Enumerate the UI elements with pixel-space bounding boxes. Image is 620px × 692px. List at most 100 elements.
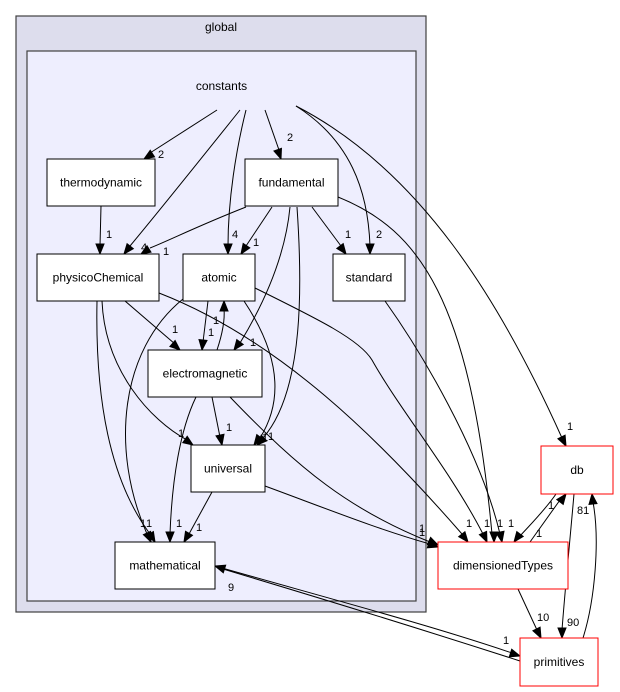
edge-count-label[interactable]: 1 <box>178 428 184 440</box>
edge-line <box>101 300 188 441</box>
arrowhead-icon <box>489 531 499 544</box>
edge-count-label[interactable]: 1 <box>508 518 514 530</box>
edge-atomic-to-electromagnetic: 1 <box>198 300 214 352</box>
edge-count-label[interactable]: 1 <box>250 337 256 349</box>
node-label[interactable]: electromagnetic <box>163 367 248 381</box>
edge-count-label[interactable]: 1 <box>419 527 425 539</box>
edge-count-label[interactable]: 4 <box>141 242 147 254</box>
node-thermodynamic[interactable]: thermodynamic <box>46 158 156 207</box>
edge-count-label[interactable]: 1 <box>106 229 112 241</box>
node-label[interactable]: standard <box>346 271 393 285</box>
edge-count-label[interactable]: 1 <box>484 518 490 530</box>
edge-count-label[interactable]: 1 <box>548 500 554 512</box>
arrowhead-icon <box>253 433 265 447</box>
node-label[interactable]: fundamental <box>258 176 324 190</box>
node-db[interactable]: db <box>540 445 614 495</box>
node-label[interactable]: atomic <box>201 271 236 285</box>
arrowhead-icon <box>233 338 245 352</box>
node-box[interactable] <box>332 253 406 302</box>
edge-count-label[interactable]: 1 <box>253 237 259 249</box>
edge-line <box>311 206 342 247</box>
edge-count-label[interactable]: 1 <box>497 518 503 530</box>
arrowhead-icon <box>215 433 225 447</box>
node-box[interactable] <box>437 541 569 590</box>
edge-primitives-to-db: 81 <box>577 492 598 639</box>
node-dimensionedTypes[interactable]: dimensionedTypes <box>437 541 569 590</box>
edge-count-label[interactable]: 1 <box>163 246 169 258</box>
node-mathematical[interactable]: mathematical <box>114 541 216 590</box>
edge-line <box>582 501 597 639</box>
node-label[interactable]: db <box>570 463 584 477</box>
edge-line <box>214 565 513 654</box>
edge-count-label[interactable]: 1 <box>208 327 214 339</box>
arrowhead-icon <box>198 339 208 352</box>
edge-count-label[interactable]: 9 <box>228 582 234 594</box>
edge-count-label[interactable]: 1 <box>172 324 178 336</box>
edge-constants-to-fundamental: 2 <box>264 109 293 161</box>
edge-count-label[interactable]: 1 <box>140 518 146 530</box>
arrowhead-icon <box>142 530 152 544</box>
edge-count-label[interactable]: 1 <box>567 421 573 433</box>
node-box[interactable] <box>540 445 614 495</box>
node-label[interactable]: physicoChemical <box>53 271 144 285</box>
edge-universal-to-dimensionedTypes: 1 <box>264 485 440 549</box>
arrowhead-icon <box>555 492 567 506</box>
node-physicoChemical[interactable]: physicoChemical <box>36 253 160 302</box>
node-box[interactable] <box>519 637 599 687</box>
edge-count-label[interactable]: 10 <box>537 612 549 624</box>
node-standard[interactable]: standard <box>332 253 406 302</box>
node-atomic[interactable]: atomic <box>182 253 256 302</box>
edge-count-label[interactable]: 2 <box>287 132 293 144</box>
node-label[interactable]: primitives <box>534 655 585 669</box>
edge-count-label[interactable]: 1 <box>176 518 182 530</box>
edge-constants-to-standard: 2 <box>295 105 382 256</box>
edge-db-to-dimensionedTypes: 1 <box>513 493 557 544</box>
edge-count-label[interactable]: 1 <box>345 229 351 241</box>
edge-line <box>262 206 301 439</box>
edge-line <box>188 491 213 535</box>
node-box[interactable] <box>46 158 156 207</box>
edge-count-label[interactable]: 2 <box>376 229 382 241</box>
node-box[interactable] <box>182 253 256 302</box>
edge-count-label[interactable]: 81 <box>577 505 589 517</box>
node-label[interactable]: thermodynamic <box>60 176 142 190</box>
edge-count-label[interactable]: 4 <box>232 229 238 241</box>
node-box[interactable] <box>147 349 263 398</box>
edge-count-label[interactable]: 1 <box>268 431 274 443</box>
arrowhead-icon <box>183 530 194 544</box>
arrowhead-icon <box>223 243 233 256</box>
arrowhead-icon <box>273 147 282 161</box>
node-box[interactable] <box>36 253 160 302</box>
cluster-global-label[interactable]: global <box>205 20 237 34</box>
edge-count-label[interactable]: 1 <box>466 518 472 530</box>
node-box[interactable] <box>190 444 266 493</box>
edge-line <box>517 588 538 631</box>
node-fundamental[interactable]: fundamental <box>244 158 339 207</box>
cluster-constants-label[interactable]: constants <box>196 79 247 93</box>
arrowhead-icon <box>240 242 251 256</box>
edge-line <box>169 396 197 535</box>
edge-count-label[interactable]: 1 <box>503 635 509 647</box>
node-universal[interactable]: universal <box>190 444 266 493</box>
edge-count-label[interactable]: 90 <box>567 617 579 629</box>
edge-count-label[interactable]: 1 <box>196 522 202 534</box>
node-box[interactable] <box>244 158 339 207</box>
node-label[interactable]: dimensionedTypes <box>453 559 553 573</box>
arrowhead-icon <box>426 539 440 549</box>
edge-count-label[interactable]: 1 <box>226 422 232 434</box>
edge-count-label[interactable]: 1 <box>213 315 219 327</box>
edge-count-label[interactable]: 2 <box>158 149 164 161</box>
node-primitives[interactable]: primitives <box>519 637 599 687</box>
node-electromagnetic[interactable]: electromagnetic <box>147 349 263 398</box>
edge-count-label[interactable]: 1 <box>419 523 425 535</box>
edge-count-label[interactable]: 1 <box>262 432 268 444</box>
edge-constants-to-atomic: 4 <box>223 109 247 256</box>
edge-count-label[interactable]: 1 <box>536 528 542 540</box>
node-label[interactable]: mathematical <box>129 559 200 573</box>
edge-count-label[interactable]: 1 <box>146 518 152 530</box>
node-label[interactable]: universal <box>204 462 252 476</box>
node-box[interactable] <box>114 541 216 590</box>
edge-constants-to-physicoChemical: 4 <box>123 109 241 256</box>
edge-line <box>245 206 273 247</box>
cluster-constants[interactable]: constants <box>26 50 417 602</box>
